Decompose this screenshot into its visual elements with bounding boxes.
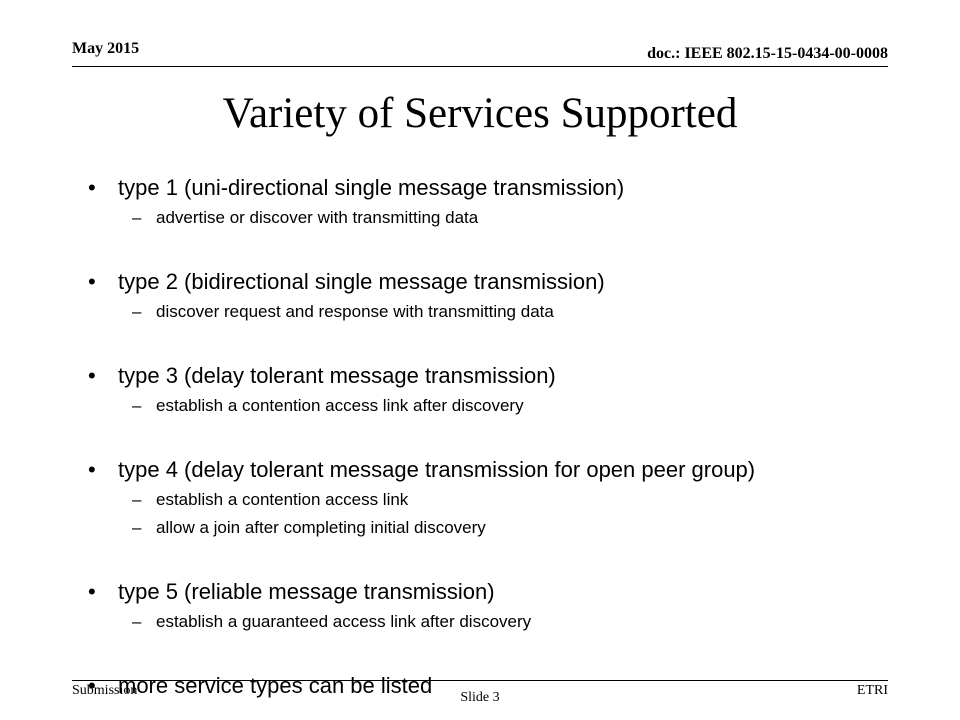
sub-bullet-text: establish a contention access link	[156, 490, 409, 509]
footer-submission: Submission	[72, 683, 138, 698]
bullet-icon: •	[88, 175, 96, 200]
bullet-text: type 3 (delay tolerant message transmiss…	[118, 363, 556, 388]
slide-title: Variety of Services Supported	[222, 90, 738, 137]
footer-divider	[72, 680, 888, 681]
sub-bullet-text: allow a join after completing initial di…	[156, 518, 486, 537]
sub-bullet-item: –establish a contention access link	[88, 486, 908, 514]
dash-icon: –	[132, 208, 142, 227]
sub-bullet-text: establish a guaranteed access link after…	[156, 612, 532, 631]
bullet-text: type 4 (delay tolerant message transmiss…	[118, 457, 756, 482]
header-divider	[72, 66, 888, 67]
bullet-text: type 5 (reliable message transmission)	[118, 579, 495, 604]
list-item: • type 3 (delay tolerant message transmis…	[88, 360, 908, 420]
bullet-text: type 2 (bidirectional single message tra…	[118, 269, 605, 294]
header-date: May 2015	[72, 40, 140, 57]
bullet-icon: •	[88, 269, 96, 294]
bullet-item: • type 5 (reliable message transmission)	[88, 576, 908, 608]
list-item: • type 2 (bidirectional single message tr…	[88, 266, 908, 326]
dash-icon: –	[132, 612, 142, 631]
bullet-item: • type 4 (delay tolerant message transmis…	[88, 454, 908, 486]
sub-bullet-text: establish a contention access link after…	[156, 396, 524, 415]
sub-bullet-text: advertise or discover with transmitting …	[156, 208, 479, 227]
bullet-item: • type 3 (delay tolerant message transmis…	[88, 360, 908, 392]
bullet-icon: •	[88, 363, 96, 388]
bullet-text: type 1 (uni-directional single message t…	[118, 175, 625, 200]
footer-slide-number: Slide 3	[460, 690, 500, 705]
dash-icon: –	[132, 490, 142, 509]
sub-bullet-text: discover request and response with trans…	[156, 302, 554, 321]
bullet-item: • more service types can be listed	[88, 670, 908, 702]
bullet-item: • type 1 (uni-directional single message …	[88, 172, 908, 204]
sub-bullet-item: –advertise or discover with transmitting…	[88, 204, 908, 232]
bullet-icon: •	[88, 457, 96, 482]
sub-bullet-item: –discover request and response with tran…	[88, 298, 908, 326]
sub-bullet-item: –establish a contention access link afte…	[88, 392, 908, 420]
dash-icon: –	[132, 396, 142, 415]
bullet-list: • type 1 (uni-directional single message …	[88, 172, 908, 702]
bullet-text: more service types can be listed	[118, 673, 433, 698]
bullet-icon: •	[88, 579, 96, 604]
sub-bullet-item: –establish a guaranteed access link afte…	[88, 608, 908, 636]
bullet-item: • type 2 (bidirectional single message tr…	[88, 266, 908, 298]
dash-icon: –	[132, 302, 142, 321]
header-doc-id: doc.: IEEE 802.15-15-0434-00-0008	[647, 45, 888, 62]
dash-icon: –	[132, 518, 142, 537]
list-item: • type 4 (delay tolerant message transmis…	[88, 454, 908, 542]
list-item: • type 1 (uni-directional single message …	[88, 172, 908, 232]
footer-organization: ETRI	[856, 683, 888, 698]
list-item: • more service types can be listed	[88, 670, 908, 702]
bullet-icon: •	[88, 673, 96, 698]
sub-bullet-item: –allow a join after completing initial d…	[88, 514, 908, 542]
list-item: • type 5 (reliable message transmission) –…	[88, 576, 908, 636]
